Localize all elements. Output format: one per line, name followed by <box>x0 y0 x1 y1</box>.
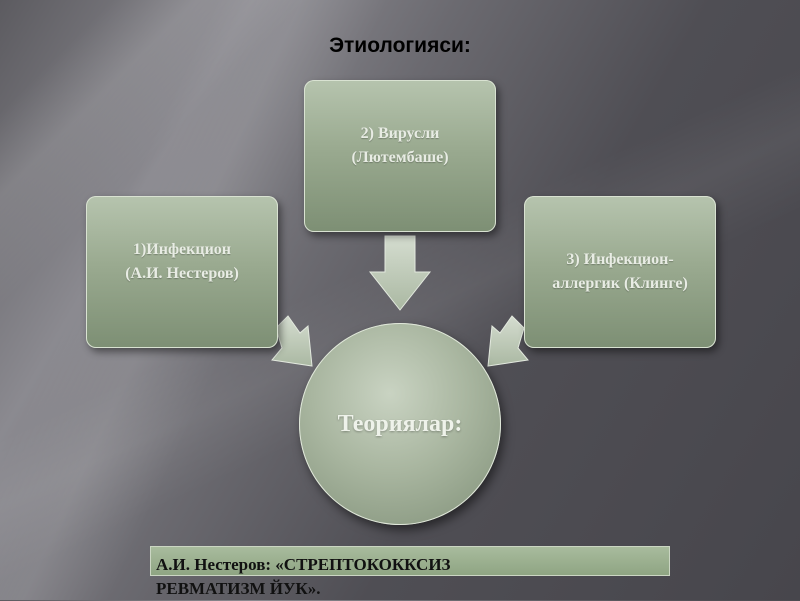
theory-box-viral: 2) Вирусли (Лютембаше) <box>304 80 496 232</box>
quote-banner-text: А.И. Нестеров: «СТРЕПТОКОККСИЗ РЕВМАТИЗМ… <box>156 553 451 601</box>
arrow-down-right-icon <box>271 315 313 367</box>
theory-box-infectious: 1)Инфекцион (А.И. Нестеров) <box>86 196 278 348</box>
theory-box-infectious-line2: (А.И. Нестеров) <box>125 265 239 282</box>
theory-box-viral-line1: 2) Вирусли <box>360 125 440 142</box>
quote-banner-line1: А.И. Нестеров: «СТРЕПТОКОККСИЗ <box>156 555 451 574</box>
theories-circle-label: Теориялар: <box>337 410 463 437</box>
theory-box-allergic-line2: аллергик (Клинге) <box>552 275 688 292</box>
arrow-down-icon <box>368 235 432 311</box>
theory-box-infectious-line1: 1)Инфекцион <box>132 241 232 258</box>
slide-title: Этиологияси: <box>329 34 471 57</box>
theory-box-viral-line2: (Лютембаше) <box>351 149 449 166</box>
arrow-down-left-icon <box>487 315 529 367</box>
theories-circle: Теориялар: <box>299 323 501 525</box>
quote-banner-line2: РЕВМАТИЗМ ЙУК». <box>156 579 321 598</box>
quote-banner <box>150 546 670 576</box>
theory-box-allergic-line1: 3) Инфекцион- <box>566 251 674 268</box>
theory-box-allergic: 3) Инфекцион- аллергик (Клинге) <box>524 196 716 348</box>
